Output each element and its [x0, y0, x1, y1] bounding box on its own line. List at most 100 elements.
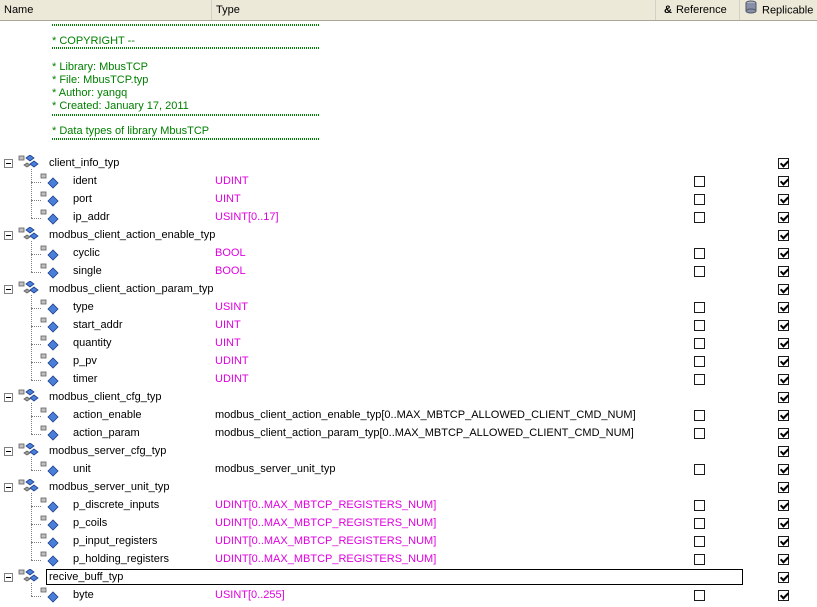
- struct-row[interactable]: recive_buff_typ: [0, 568, 817, 587]
- member-type: modbus_server_unit_typ: [215, 463, 336, 475]
- struct-row[interactable]: modbus_client_cfg_typ: [0, 388, 817, 407]
- tree-connector: [31, 542, 41, 543]
- replicable-checkbox[interactable]: [778, 320, 789, 331]
- collapse-toggle[interactable]: [4, 447, 13, 456]
- collapse-toggle[interactable]: [4, 483, 13, 492]
- replicable-checkbox[interactable]: [778, 284, 789, 295]
- tree-line: [31, 241, 32, 272]
- struct-row[interactable]: modbus_client_action_param_typ: [0, 280, 817, 299]
- struct-row[interactable]: modbus_client_action_enable_typ: [0, 226, 817, 245]
- tree-connector: [31, 434, 41, 435]
- replicable-checkbox[interactable]: [778, 212, 789, 223]
- reference-checkbox[interactable]: [694, 374, 705, 385]
- reference-checkbox[interactable]: [694, 410, 705, 421]
- replicable-checkbox[interactable]: [778, 482, 789, 493]
- replicable-checkbox[interactable]: [778, 194, 789, 205]
- replicable-checkbox[interactable]: [778, 338, 789, 349]
- replicable-checkbox[interactable]: [778, 248, 789, 259]
- reference-checkbox[interactable]: [694, 248, 705, 259]
- reference-checkbox[interactable]: [694, 590, 705, 601]
- collapse-toggle[interactable]: [4, 231, 13, 240]
- collapse-toggle[interactable]: [4, 285, 13, 294]
- reference-checkbox[interactable]: [694, 176, 705, 187]
- reference-checkbox[interactable]: [694, 302, 705, 313]
- replicable-checkbox[interactable]: [778, 500, 789, 511]
- replicable-checkbox[interactable]: [778, 590, 789, 601]
- reference-checkbox[interactable]: [694, 428, 705, 439]
- collapse-toggle[interactable]: [4, 393, 13, 402]
- reference-checkbox[interactable]: [694, 212, 705, 223]
- member-type-icon: [40, 407, 64, 423]
- replicable-checkbox[interactable]: [778, 302, 789, 313]
- replicable-checkbox[interactable]: [778, 410, 789, 421]
- struct-type-icon: [18, 568, 42, 585]
- replicable-checkbox[interactable]: [778, 446, 789, 457]
- collapse-toggle[interactable]: [4, 573, 13, 582]
- member-type-icon: [40, 209, 64, 225]
- reference-checkbox[interactable]: [694, 518, 705, 529]
- column-replicable[interactable]: Replicable: [740, 0, 817, 20]
- column-type[interactable]: Type: [212, 0, 656, 20]
- reference-checkbox[interactable]: [694, 338, 705, 349]
- struct-row[interactable]: modbus_server_cfg_typ: [0, 442, 817, 461]
- replicable-checkbox[interactable]: [778, 518, 789, 529]
- reference-checkbox[interactable]: [694, 194, 705, 205]
- column-reference[interactable]: &Reference: [656, 0, 740, 20]
- replicable-checkbox[interactable]: [778, 230, 789, 241]
- replicable-checkbox[interactable]: [778, 374, 789, 385]
- member-type: modbus_client_action_enable_typ[0..MAX_M…: [215, 409, 636, 421]
- member-type-icon: [40, 533, 64, 549]
- replicable-checkbox[interactable]: [778, 176, 789, 187]
- reference-checkbox[interactable]: [694, 464, 705, 475]
- comment-line: * COPYRIGHT --: [52, 35, 135, 47]
- replicable-checkbox[interactable]: [778, 464, 789, 475]
- replicable-checkbox[interactable]: [778, 392, 789, 403]
- reference-checkbox[interactable]: [694, 554, 705, 565]
- tree-connector: [31, 596, 41, 597]
- replicable-checkbox[interactable]: [778, 356, 789, 367]
- replicable-checkbox[interactable]: [778, 158, 789, 169]
- collapse-toggle[interactable]: [4, 159, 13, 168]
- member-type-icon: [40, 191, 64, 207]
- comment-line: * Author: yangq: [52, 87, 128, 99]
- member-type-icon: [40, 515, 64, 531]
- reference-checkbox[interactable]: [694, 536, 705, 547]
- replicable-checkbox[interactable]: [778, 536, 789, 547]
- reference-checkbox[interactable]: [694, 356, 705, 367]
- member-type-icon: [40, 299, 64, 315]
- column-name[interactable]: Name: [0, 0, 212, 20]
- reference-checkbox[interactable]: [694, 500, 705, 511]
- reference-checkbox[interactable]: [694, 266, 705, 277]
- struct-row[interactable]: modbus_server_unit_typ: [0, 478, 817, 497]
- reference-checkbox[interactable]: [694, 320, 705, 331]
- struct-row[interactable]: client_info_typ: [0, 154, 817, 173]
- member-type-icon: [40, 497, 64, 513]
- replicable-checkbox[interactable]: [778, 266, 789, 277]
- member-type: USINT: [215, 301, 248, 313]
- struct-name: modbus_server_unit_typ: [49, 481, 170, 493]
- replicable-checkbox[interactable]: [778, 428, 789, 439]
- member-type: USINT[0..255]: [215, 589, 285, 601]
- replicable-checkbox[interactable]: [778, 554, 789, 565]
- tree-connector: [31, 218, 41, 219]
- replicable-checkbox[interactable]: [778, 572, 789, 583]
- member-type-icon: [40, 263, 64, 279]
